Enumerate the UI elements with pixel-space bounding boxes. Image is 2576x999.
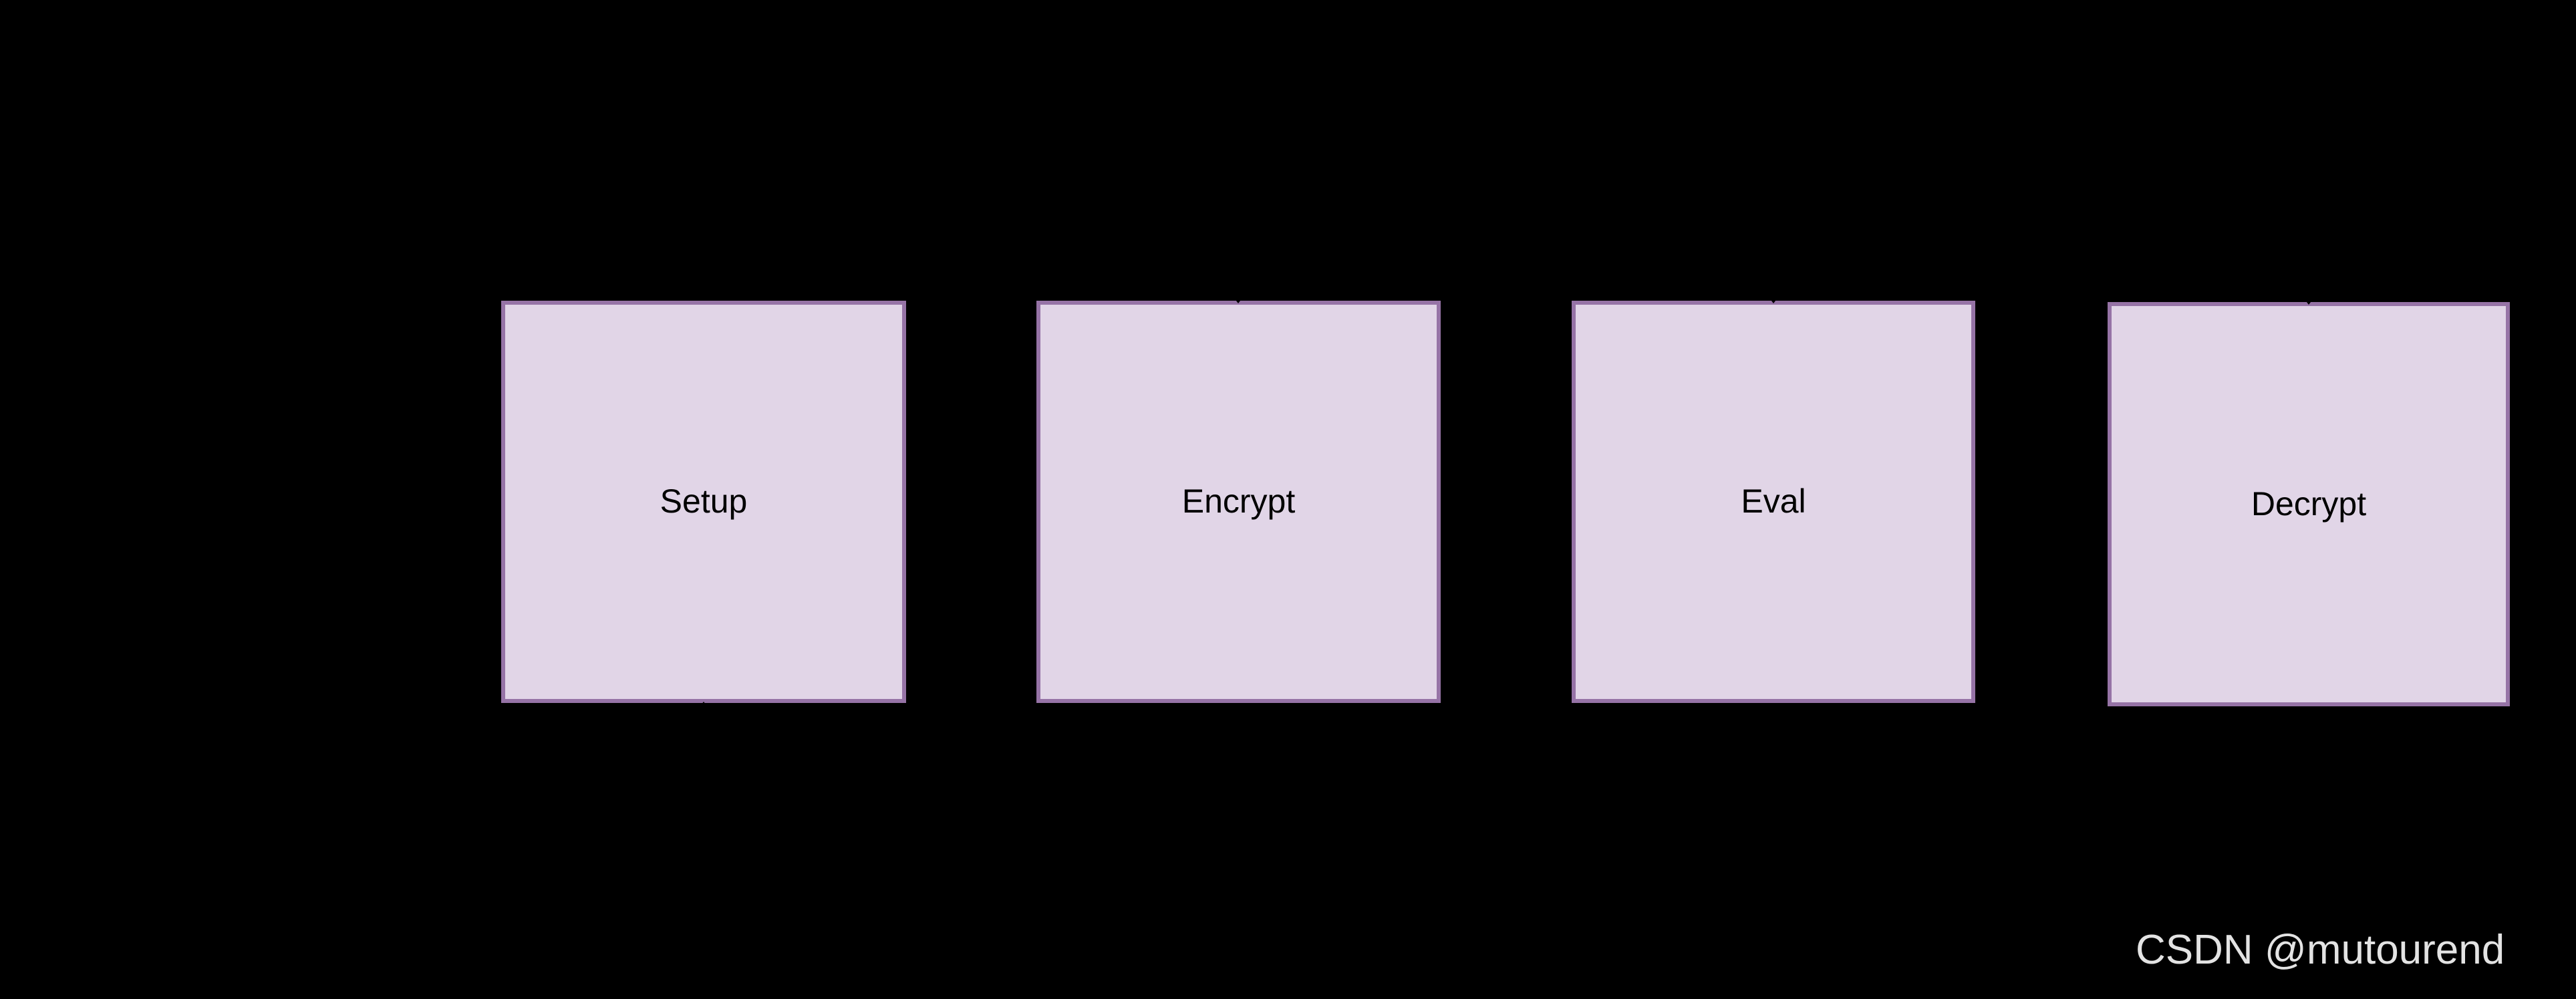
csdn-watermark: CSDN @mutourend [2136, 927, 2505, 973]
flow-node-label-decrypt: Decrypt [2251, 484, 2367, 523]
flow-node-decrypt[interactable]: Decrypt [2108, 302, 2510, 706]
flow-node-setup[interactable]: Setup [501, 301, 906, 703]
flow-node-encrypt[interactable]: Encrypt [1036, 301, 1441, 703]
arrowhead-into-decrypt-top-icon [2300, 293, 2317, 305]
arrowhead-into-encrypt-top-icon [1230, 292, 1247, 303]
flow-node-label-eval: Eval [1741, 482, 1806, 521]
flow-node-eval[interactable]: Eval [1572, 301, 1975, 703]
arrowhead-into-setup-bottom-icon [695, 702, 712, 713]
arrowhead-into-eval-top-icon [1765, 292, 1782, 303]
flow-node-label-setup: Setup [660, 482, 748, 521]
flow-node-label-encrypt: Encrypt [1181, 482, 1296, 521]
